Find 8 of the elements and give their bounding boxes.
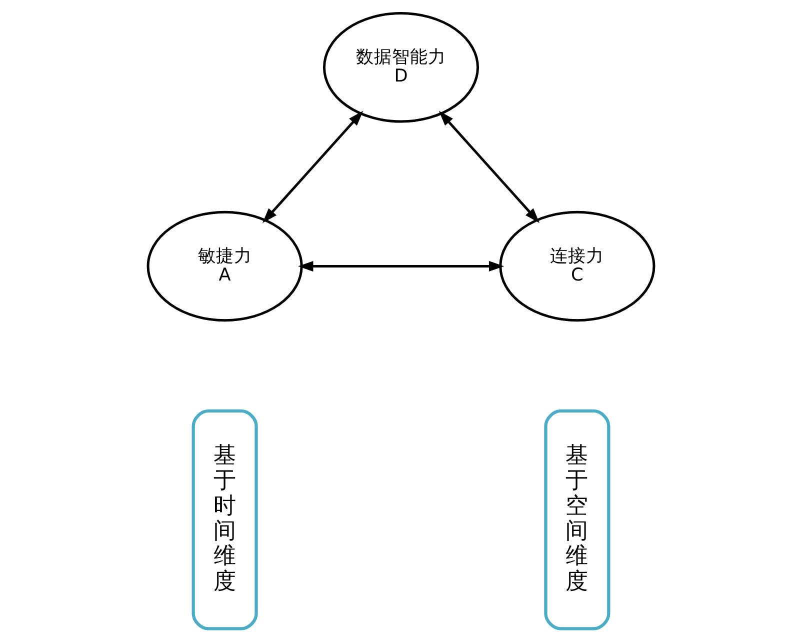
node-box: 基于时间维度 <box>192 409 258 630</box>
node-ellipse: 连接力 C <box>499 210 656 322</box>
arrow <box>438 110 540 223</box>
node-box: 基于空间维度 <box>544 409 610 630</box>
node-ellipse: 数据智能力 D <box>322 12 480 123</box>
node-ellipse: 敏捷力 A <box>146 210 303 322</box>
arrow <box>262 110 364 223</box>
arrow <box>298 260 504 272</box>
